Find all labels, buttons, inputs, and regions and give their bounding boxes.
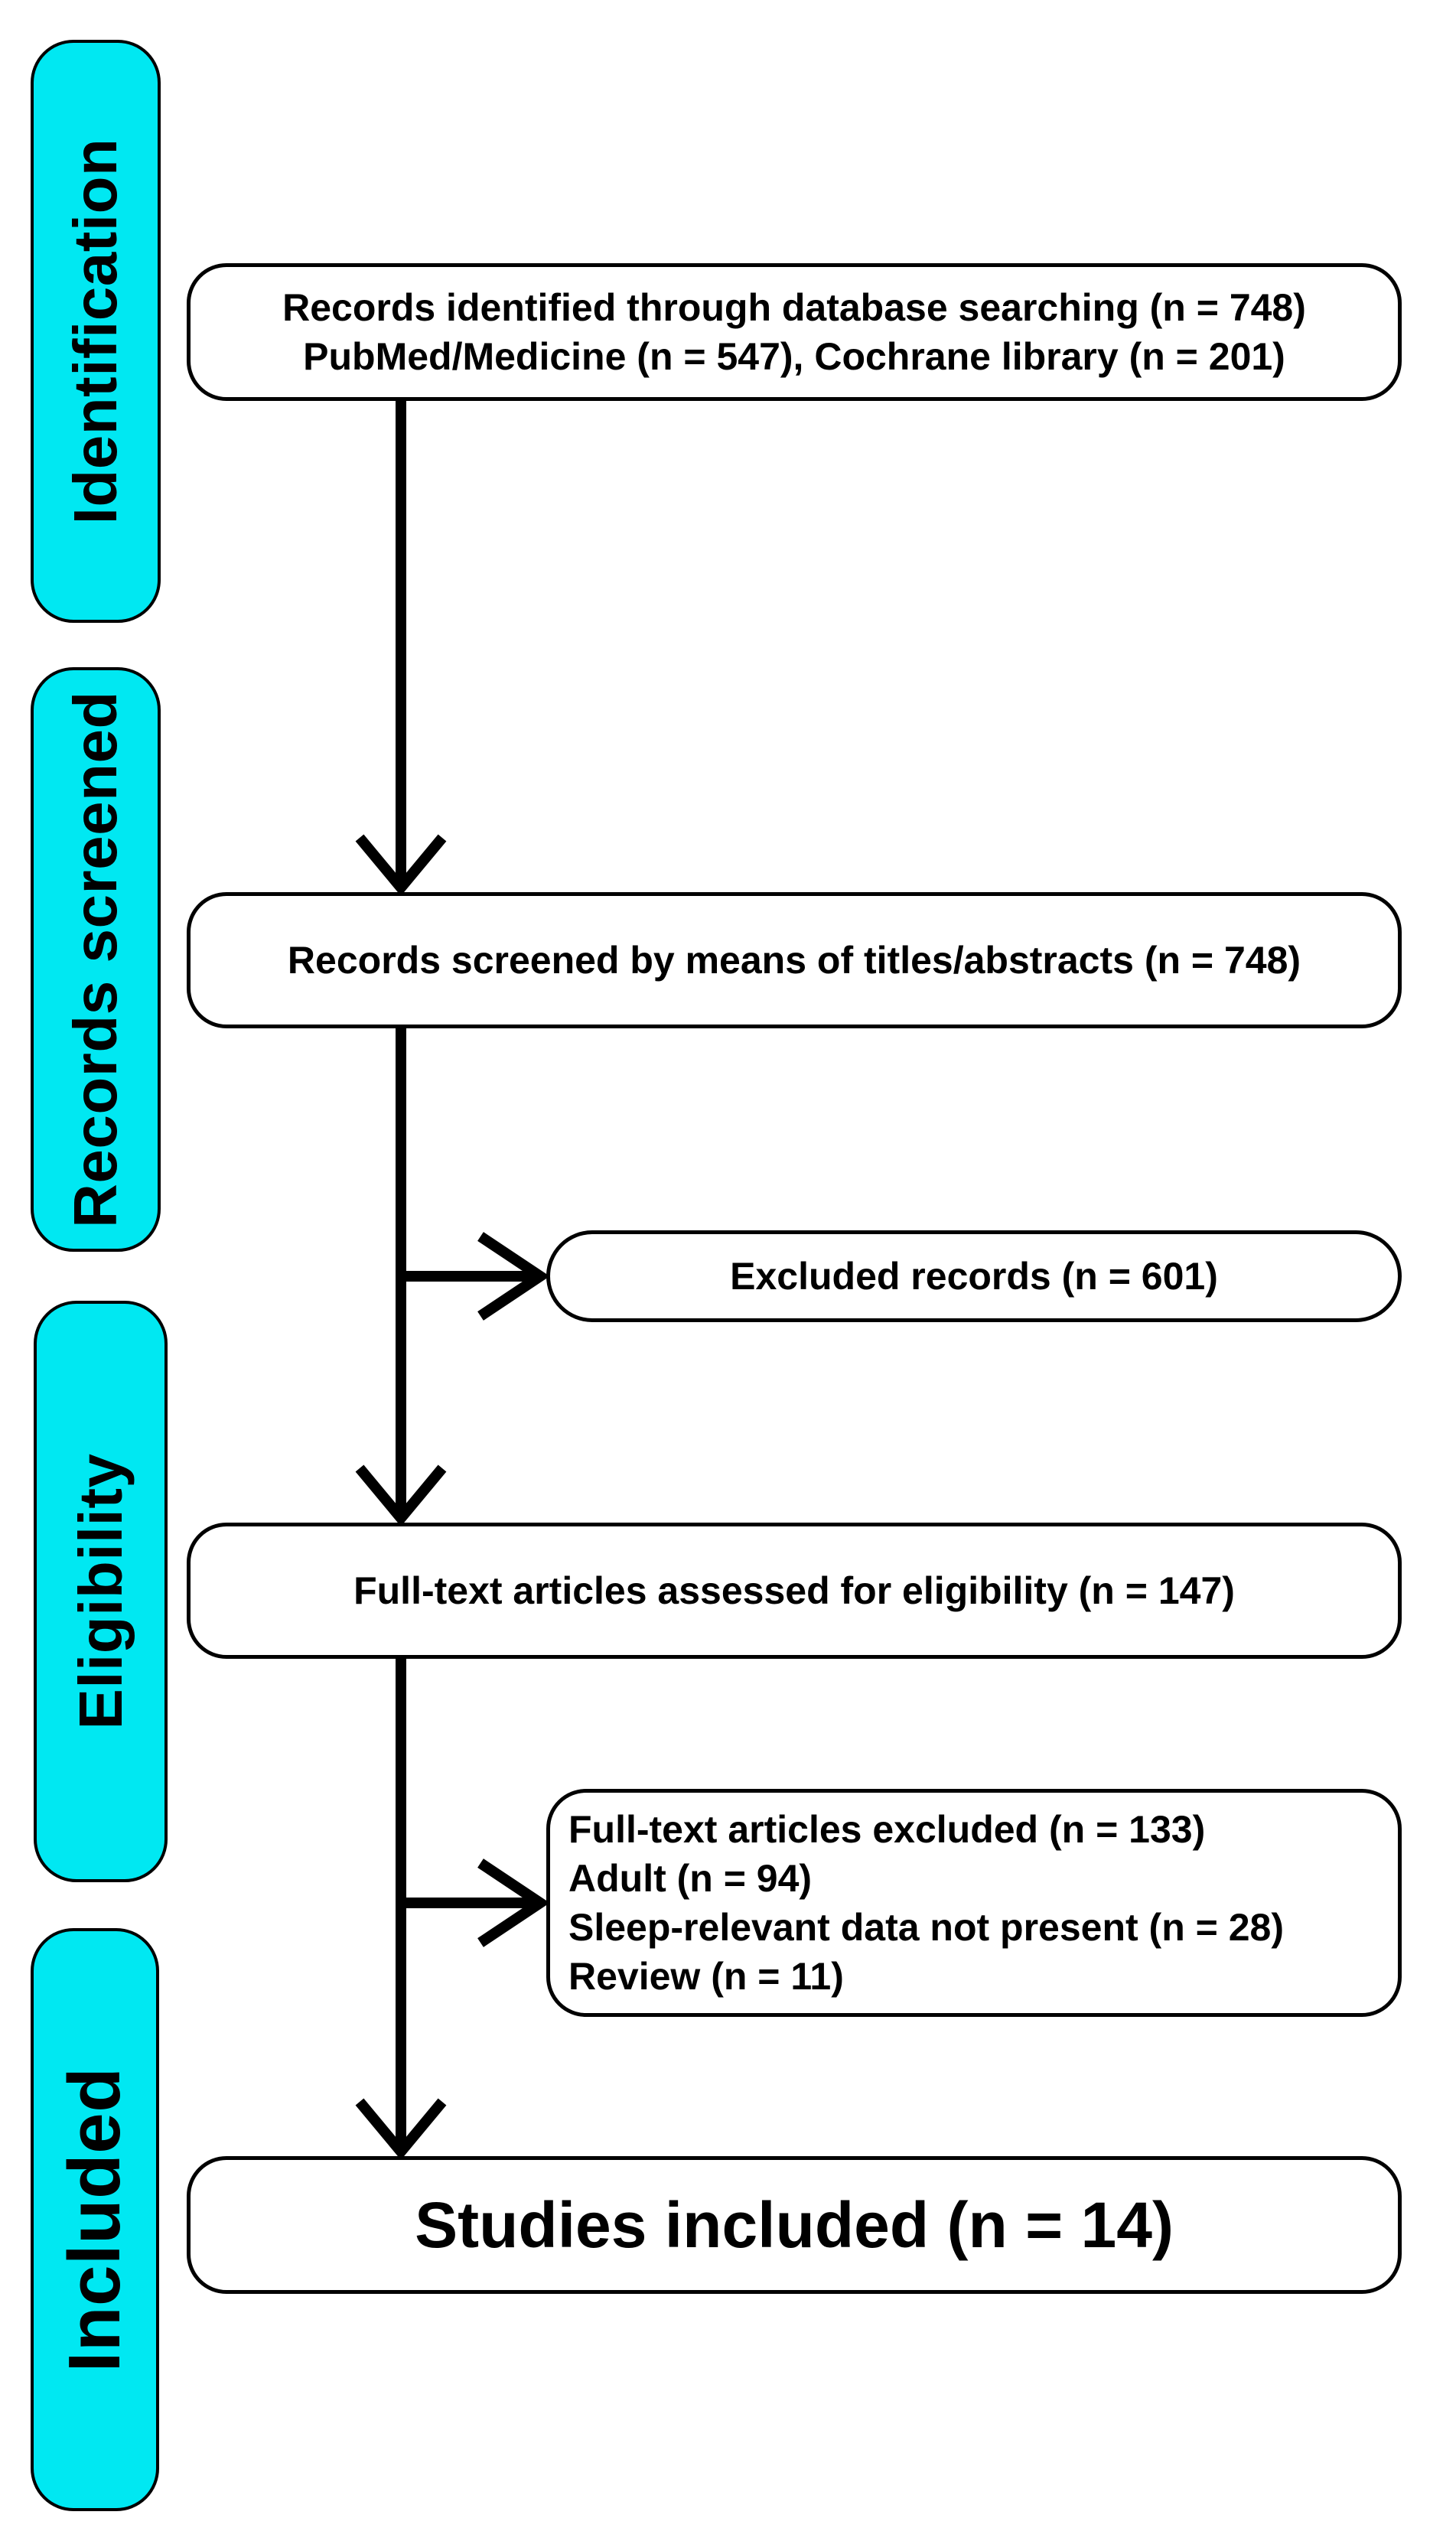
- full-text-excluded-text: Full-text articles excluded (n = 133): [568, 1808, 1206, 1851]
- stage-included-label: Included: [54, 2067, 135, 2373]
- arrowhead-fulltext-excluded: [477, 1859, 550, 1947]
- stage-records-screened-label: Records screened: [61, 691, 129, 1228]
- studies-included-text: Studies included (n = 14): [415, 2189, 1174, 2261]
- arrowhead-included: [355, 2098, 447, 2160]
- excluded-records-text: Excluded records (n = 601): [730, 1255, 1218, 1298]
- stage-eligibility: Eligibility: [34, 1301, 168, 1882]
- excluded-records-box: Excluded records (n = 601): [546, 1230, 1402, 1322]
- stage-eligibility-label: Eligibility: [66, 1453, 135, 1730]
- stage-identification: Identification: [31, 40, 161, 623]
- database-breakdown-text: PubMed/Medicine (n = 547), Cochrane libr…: [303, 335, 1285, 378]
- exclusion-reason-review: Review (n = 11): [568, 1955, 844, 1998]
- exclusion-reason-sleep-data: Sleep-relevant data not present (n = 28): [568, 1906, 1284, 1949]
- full-text-assessed-box: Full-text articles assessed for eligibil…: [187, 1523, 1402, 1659]
- arrowhead-screened: [355, 834, 447, 896]
- studies-included-box: Studies included (n = 14): [187, 2156, 1402, 2294]
- exclusion-reason-adult: Adult (n = 94): [568, 1857, 813, 1900]
- records-identified-box: Records identified through database sear…: [187, 263, 1402, 401]
- arrowhead-fulltext: [355, 1464, 447, 1526]
- full-text-excluded-box: Full-text articles excluded (n = 133) Ad…: [546, 1789, 1402, 2017]
- arrowhead-excluded-records: [477, 1232, 550, 1321]
- stage-included: Included: [31, 1928, 159, 2511]
- records-identified-text: Records identified through database sear…: [282, 286, 1306, 329]
- stage-records-screened: Records screened: [31, 667, 161, 1252]
- stage-identification-label: Identification: [61, 138, 129, 525]
- records-screened-box: Records screened by means of titles/abst…: [187, 892, 1402, 1028]
- records-screened-text: Records screened by means of titles/abst…: [287, 939, 1301, 982]
- full-text-assessed-text: Full-text articles assessed for eligibil…: [353, 1569, 1235, 1612]
